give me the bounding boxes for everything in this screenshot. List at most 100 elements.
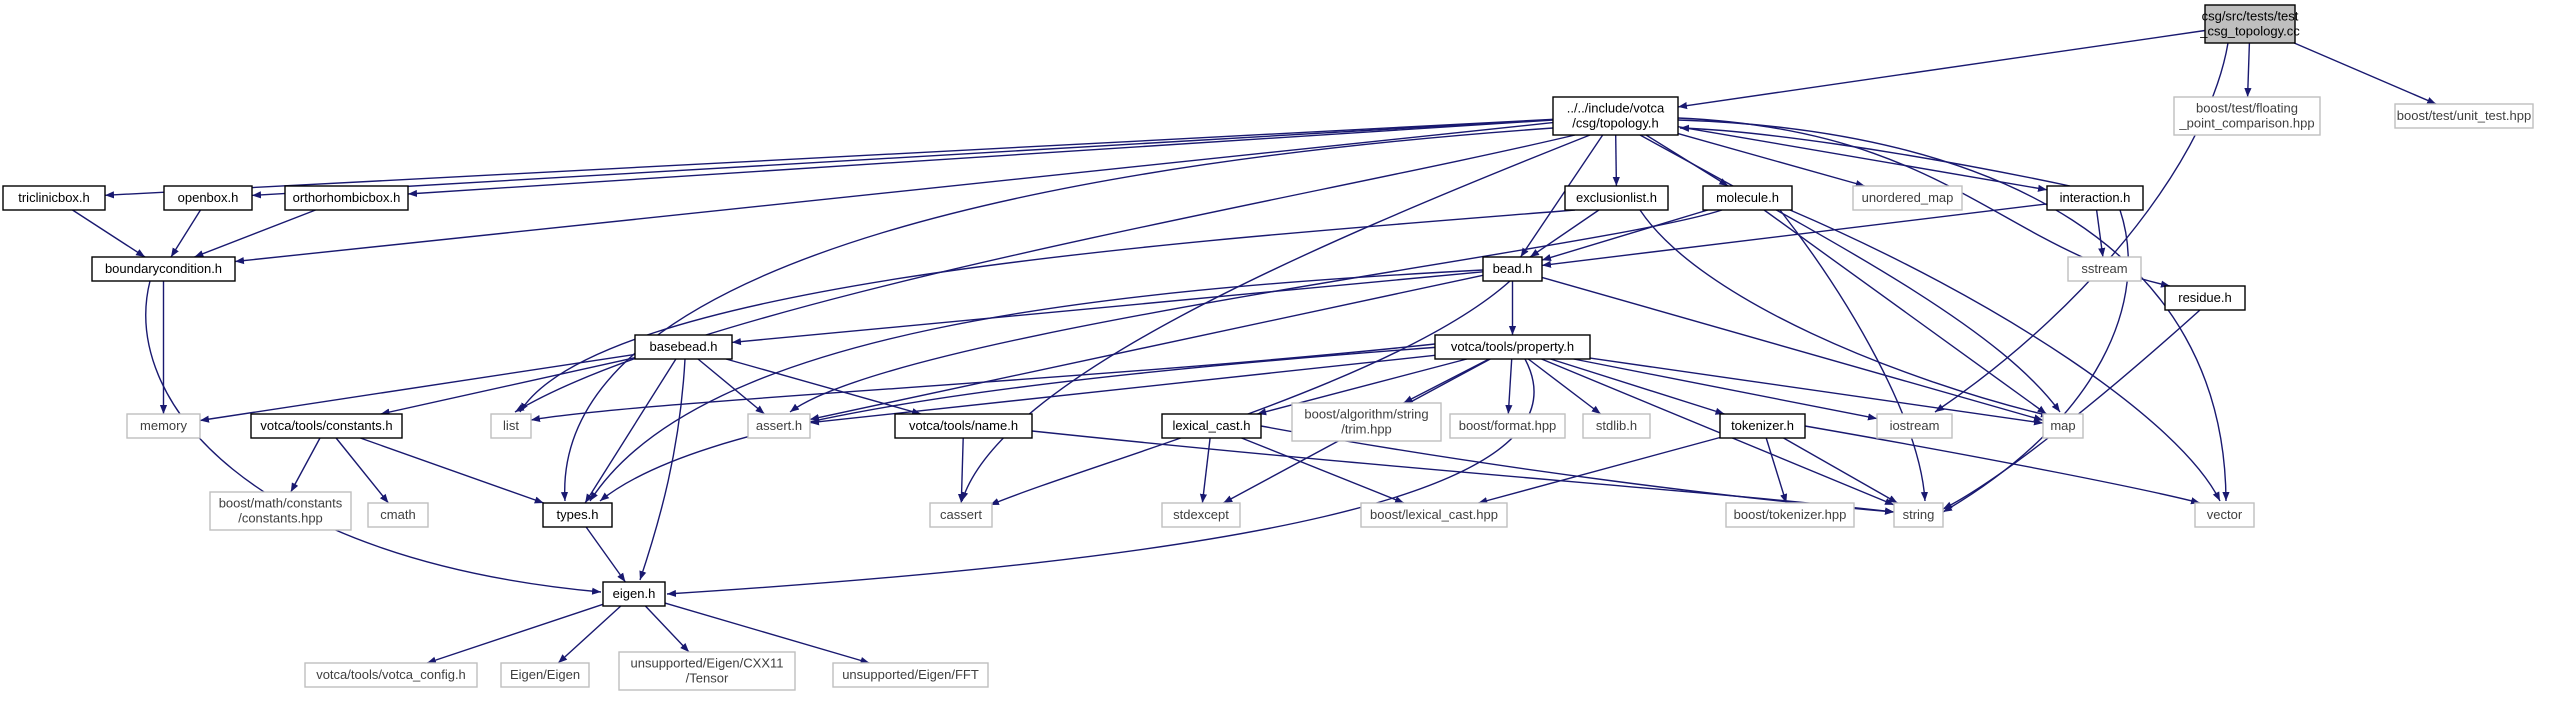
edge-main-to-unittest (2293, 42, 2437, 105)
edge-constants-to-boostconstants (290, 437, 321, 493)
node-box (1725, 502, 1855, 528)
node-boundarycondition[interactable]: boundarycondition.h (91, 256, 236, 282)
node-box (1852, 185, 1963, 211)
node-label: unordered_map (1862, 190, 1954, 205)
node-interaction[interactable]: interaction.h (2046, 185, 2144, 211)
edge-exclusionlist-to-map (1639, 209, 2051, 418)
edge-property-to-map (1589, 357, 2044, 426)
node-stdexcept: stdexcept (1161, 502, 1241, 528)
node-vector: vector (2194, 502, 2255, 528)
edge-eigen-to-fft (664, 602, 870, 664)
edge-basebead-to-assert (697, 358, 765, 415)
node-constants[interactable]: votca/tools/constants.h (250, 413, 403, 439)
node-boostlexical: boost/lexical_cast.hpp (1360, 502, 1508, 528)
node-unordered_map: unordered_map (1852, 185, 1963, 211)
node-label: basebead.h (650, 339, 718, 354)
node-cmath: cmath (367, 502, 429, 528)
edge-bead-to-types (589, 269, 1484, 502)
node-box (91, 256, 236, 282)
node-box (1360, 502, 1508, 528)
node-label: vector (2207, 507, 2243, 522)
node-box (542, 502, 613, 528)
edge-main-to-iostream (1934, 42, 2229, 413)
node-box (1161, 413, 1262, 439)
node-box (1876, 413, 1953, 439)
edge-basebead-to-eigen (639, 358, 686, 581)
edge-topology-to-unordered_map (1677, 132, 1865, 188)
node-eigen[interactable]: eigen.h (602, 581, 666, 607)
node-tensor: unsupported/Eigen/CXX11/Tensor (618, 651, 796, 691)
edge-topology-to-types (560, 127, 1554, 502)
node-property[interactable]: votca/tools/property.h (1434, 334, 1591, 360)
edge-property-to-trim (1403, 358, 1490, 404)
node-residue[interactable]: residue.h (2164, 285, 2246, 311)
node-box (832, 662, 989, 688)
node-box (490, 413, 532, 439)
edge-eigen-to-tensor (644, 605, 690, 653)
edge-eigen-to-votca_config (426, 603, 604, 664)
node-box (602, 581, 666, 607)
edge-topology-to-map (1639, 134, 2061, 413)
edge-tokenizer-to-boosttokenizer (1765, 437, 1788, 504)
node-box (1449, 413, 1566, 439)
edge-name-to-cassert (957, 437, 966, 504)
node-box (284, 185, 409, 211)
node-label: boost/test/unit_test.hpp (2397, 108, 2531, 123)
node-fft: unsupported/Eigen/FFT (832, 662, 989, 688)
node-bead[interactable]: bead.h (1482, 256, 1543, 282)
edge-tokenizer-to-boostlexical (1478, 436, 1721, 505)
node-label: cmath (380, 507, 415, 522)
node-label: triclinicbox.h (18, 190, 90, 205)
edge-property-to-eigen (666, 358, 1535, 598)
node-label: boost/test/floating (2196, 101, 2298, 116)
node-lexical_cast[interactable]: lexical_cast.h (1161, 413, 1262, 439)
node-box (2042, 413, 2084, 439)
edge-topology-to-interaction (1677, 126, 2048, 192)
edge-molecule-to-map (1763, 209, 2047, 415)
node-box (2046, 185, 2144, 211)
node-main[interactable]: csg/src/tests/test_csg_topology.cc (2199, 4, 2300, 44)
edge-boundarycondition-to-eigen (145, 280, 602, 595)
node-label: openbox.h (178, 190, 239, 205)
node-box (2173, 96, 2321, 136)
node-molecule[interactable]: molecule.h (1702, 185, 1793, 211)
node-box (1291, 402, 1442, 442)
node-label: boundarycondition.h (105, 261, 222, 276)
node-box (304, 662, 478, 688)
edge-exclusionlist-to-list (519, 209, 1576, 413)
node-box (894, 413, 1033, 439)
edge-property-to-stdlib (1527, 358, 1602, 415)
node-label: interaction.h (2060, 190, 2131, 205)
node-floatcmp: boost/test/floating_point_comparison.hpp (2173, 96, 2321, 136)
node-basebead[interactable]: basebead.h (634, 334, 733, 360)
node-box (1582, 413, 1651, 439)
node-orthorhombicbox[interactable]: orthorhombicbox.h (284, 185, 409, 211)
node-box (1719, 413, 1806, 439)
edge-property-to-list (530, 343, 1436, 423)
node-label: stdlib.h (1596, 418, 1637, 433)
edge-property-to-iostream (1573, 358, 1878, 421)
node-box (1552, 96, 1679, 136)
node-triclinicbox[interactable]: triclinicbox.h (2, 185, 106, 211)
edge-tokenizer-to-string (1783, 437, 1898, 504)
edge-constants-to-cmath (335, 437, 389, 504)
node-name[interactable]: votca/tools/name.h (894, 413, 1033, 439)
edge-basebead-to-constants (380, 357, 636, 416)
node-exclusionlist[interactable]: exclusionlist.h (1564, 185, 1669, 211)
node-box (747, 413, 811, 439)
node-topology[interactable]: ../../include/votca/csg/topology.h (1552, 96, 1679, 136)
edge-interaction-to-sstream (2095, 209, 2106, 258)
edge-bead-to-assert (809, 274, 1484, 422)
node-label: residue.h (2178, 290, 2231, 305)
edge-types-to-eigen (585, 526, 626, 583)
edge-topology-to-exclusionlist (1612, 134, 1620, 187)
node-label: stdexcept (1173, 507, 1229, 522)
edge-tokenizer-to-vector (1804, 425, 2201, 505)
node-tokenizer[interactable]: tokenizer.h (1719, 413, 1806, 439)
node-boosttokenizer: boost/tokenizer.hpp (1725, 502, 1855, 528)
edge-interaction-to-bead (1541, 203, 2048, 268)
node-types[interactable]: types.h (542, 502, 613, 528)
node-box (2194, 502, 2255, 528)
node-openbox[interactable]: openbox.h (163, 185, 253, 211)
